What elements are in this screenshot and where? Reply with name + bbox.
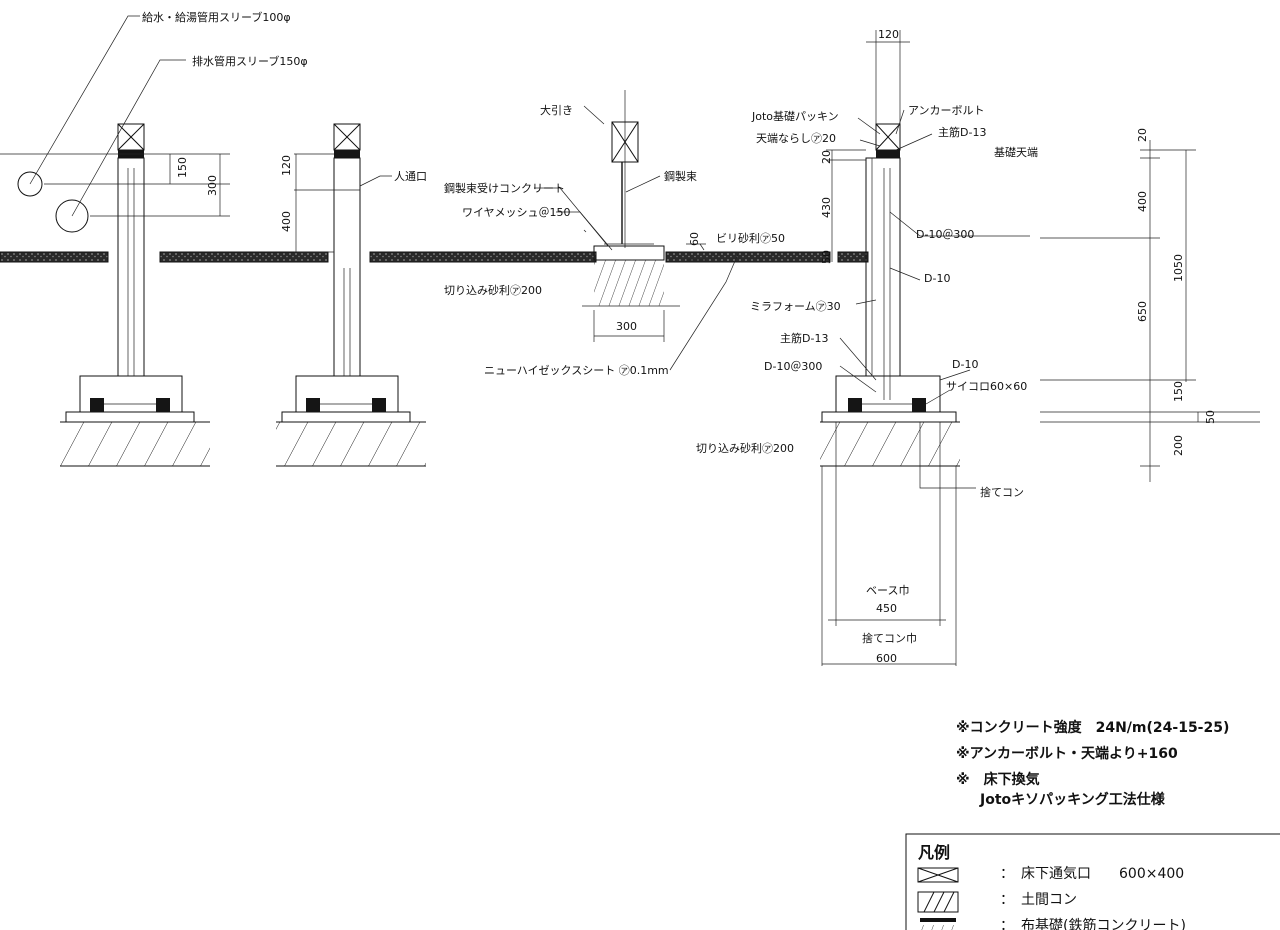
d10-mid-label: D-10 [924,272,950,285]
legend-item-foundation: ： 布基礎(鉄筋コンクリート) [1000,917,1186,930]
sleeves [0,15,230,233]
note-joto-method: Jotoキソパッキング工法仕様 [979,791,1166,808]
foundation-left-1 [60,123,210,467]
legend-item-vent: ： 床下通気口 600×400 [1000,866,1184,882]
dim-right-1050: 1050 [1172,254,1185,282]
legend-title: 凡例 [918,843,950,862]
steel-post-label: 鋼製束 [664,169,697,183]
base-width-label: ベース巾 [866,583,909,597]
dim-20-left: 20 [820,150,833,164]
d10-300-bottom-label: D-10＠300 [764,360,822,373]
dim-600: 600 [876,652,897,665]
vapor-sheet-label: ニューハイゼックスシート ㋐0.1mm [484,364,669,377]
lean-width-label: 捨てコン巾 [862,631,917,645]
dim-300-left: 300 [206,175,219,196]
main-bar-top-label: 主筋D-13 [938,125,986,139]
d10-bottom-label: D-10 [952,358,978,371]
lean-concrete-label: 捨てコン [980,485,1024,499]
dim-50-left: 50 [820,250,833,264]
right-dimension-chain [1040,140,1260,482]
dim-right-20: 20 [1136,128,1149,142]
drain-sleeve-label: 排水管用スリーブ150φ [192,54,308,68]
foundation-icon [920,918,956,930]
joto-packing-label: Joto基礎パッキン [751,110,839,123]
supply-sleeve-label: 給水・給湯管用スリーブ100φ [142,10,291,24]
dim-400-left: 400 [280,211,293,232]
big-pull-label: 大引き [540,103,573,117]
wire-mesh-label: ワイヤメッシュ＠150 [462,206,570,219]
dim-right-50: 50 [1204,410,1217,424]
dim-right-200: 200 [1172,435,1185,456]
top-leveling-label: 天端ならし㋐20 [756,132,836,145]
cut-gravel-left-label: 切り込み砂利㋐200 [444,284,542,297]
gravel-label: ビリ砂利㋐50 [716,232,785,245]
cut-gravel-right-label: 切り込み砂利㋐200 [696,442,794,455]
dim-right-650: 650 [1136,301,1149,322]
dim-120-left: 120 [280,155,293,176]
ground-gravel-band [0,251,869,263]
steel-post-detail [534,90,739,371]
dim-right-150: 150 [1172,381,1185,402]
legend-box [905,833,1280,930]
d10-300-top-label: D-10＠300 [916,228,974,241]
foundation-left-2 [276,123,426,467]
hatch-icon [917,891,959,913]
legend-item-slab: ： 土間コン [1000,892,1077,908]
note-concrete-strength: ※コンクリート強度 24N/m(24-15-25) [956,719,1229,736]
dim-right-400: 400 [1136,191,1149,212]
vent-icon [917,867,959,883]
dim-150-left: 150 [176,157,189,178]
spacer-label: サイコロ60×60 [946,380,1027,393]
dim-120-top: 120 [878,28,899,41]
anchor-bolt-label: アンカーボルト [908,104,985,117]
mirafoam-label: ミラフォーム㋐30 [750,300,841,313]
main-bar-bottom-label: 主筋D-13 [780,331,828,345]
access-opening-label: 人通口 [394,170,427,183]
dim-430: 430 [820,197,833,218]
dim-450: 450 [876,602,897,615]
foundation-right-detail [820,30,1030,666]
foundation-top-label: 基礎天端 [994,146,1038,159]
steel-post-concrete-label: 鋼製束受けコンクリート [444,181,565,195]
note-anchor-bolt: ※アンカーボルト・天端より+160 [956,745,1178,762]
dim-300-slab: 300 [616,320,637,333]
dim-60: 60 [688,232,701,246]
note-ventilation: ※ 床下換気 [956,771,1040,788]
